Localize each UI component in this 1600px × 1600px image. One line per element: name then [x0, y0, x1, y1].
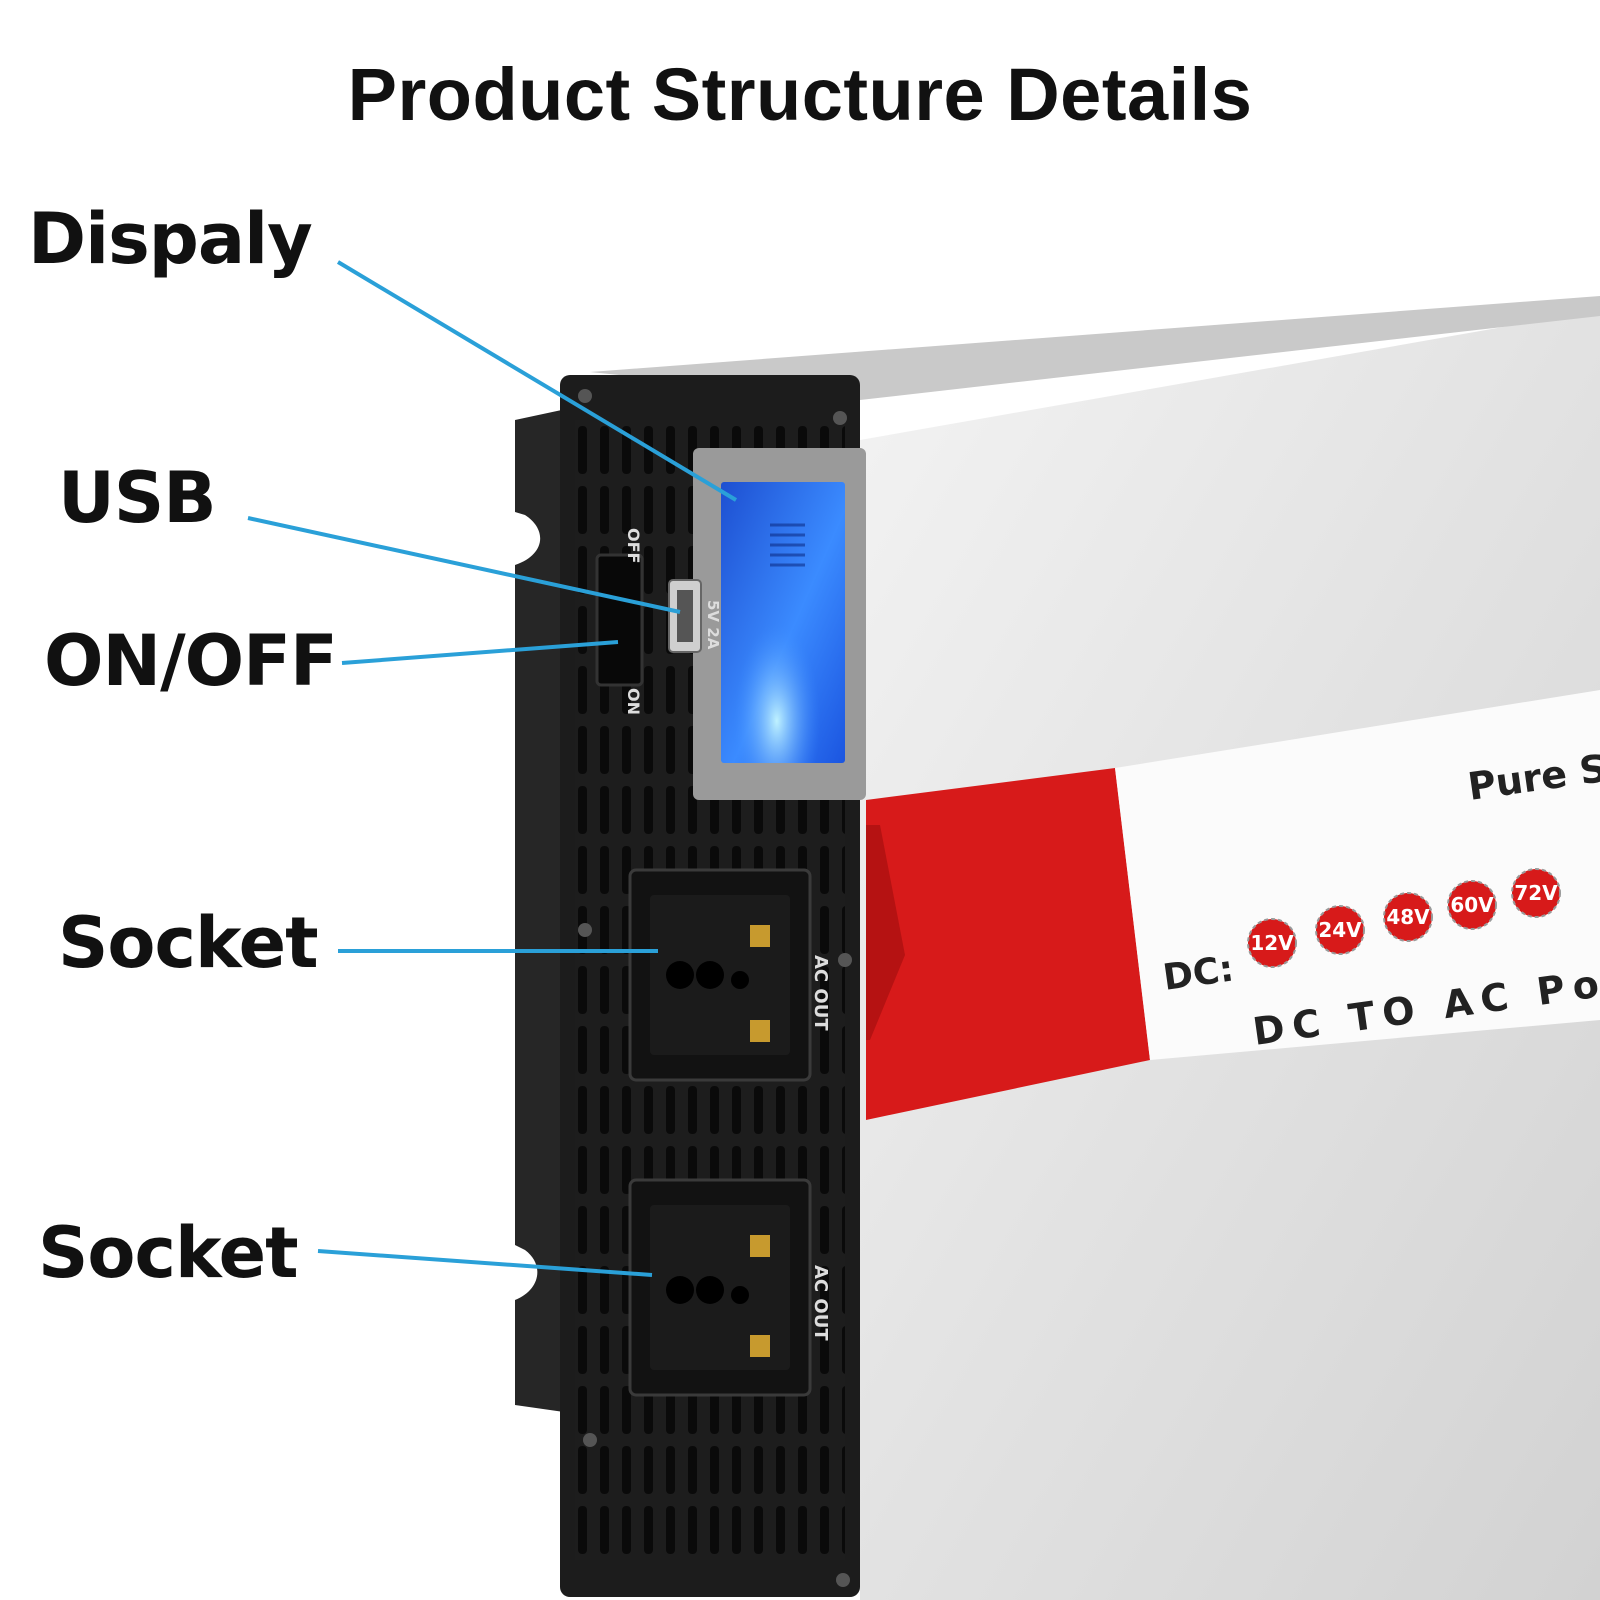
voltage-badge-12v-text: 12V [1250, 931, 1294, 955]
voltage-badge-48v-text: 48V [1386, 905, 1430, 929]
callout-usb: USB [58, 457, 217, 539]
leader-lines [247, 260, 738, 1277]
power-switch [595, 553, 644, 687]
callout-on-off: ON/OFF [44, 620, 338, 702]
ac-socket-1: AC OUT [628, 868, 831, 1082]
red-band [866, 768, 1150, 1120]
voltage-badge-60v-text: 60V [1450, 893, 1494, 917]
callout-socket-2: Socket [38, 1212, 299, 1294]
voltage-badge-72v [1511, 868, 1561, 918]
voltage-badge-48v [1383, 892, 1433, 942]
dc-prefix: DC: [1161, 948, 1237, 998]
socket-2-label: AC OUT [810, 1265, 831, 1341]
page-title: Product Structure Details [347, 53, 1253, 136]
voltage-badge-12v [1247, 918, 1297, 968]
voltage-badge-72v-text: 72V [1514, 881, 1558, 905]
switch-off-label: OFF [624, 528, 643, 563]
callout-socket-1: Socket [58, 902, 319, 984]
switch-on-label: ON [624, 688, 643, 715]
usb-rating-label: 5V 2A [704, 600, 722, 650]
callout-display: Dispaly [28, 198, 313, 280]
label-panel [1115, 690, 1600, 1060]
red-band-notch [866, 825, 905, 1040]
ac-socket-2: AC OUT [628, 1178, 831, 1397]
voltage-badge-60v [1447, 880, 1497, 930]
voltage-badge-24v [1315, 905, 1365, 955]
housing-top [590, 296, 1600, 400]
voltage-badge-24v-text: 24V [1318, 918, 1362, 942]
socket-1-label: AC OUT [810, 955, 831, 1031]
